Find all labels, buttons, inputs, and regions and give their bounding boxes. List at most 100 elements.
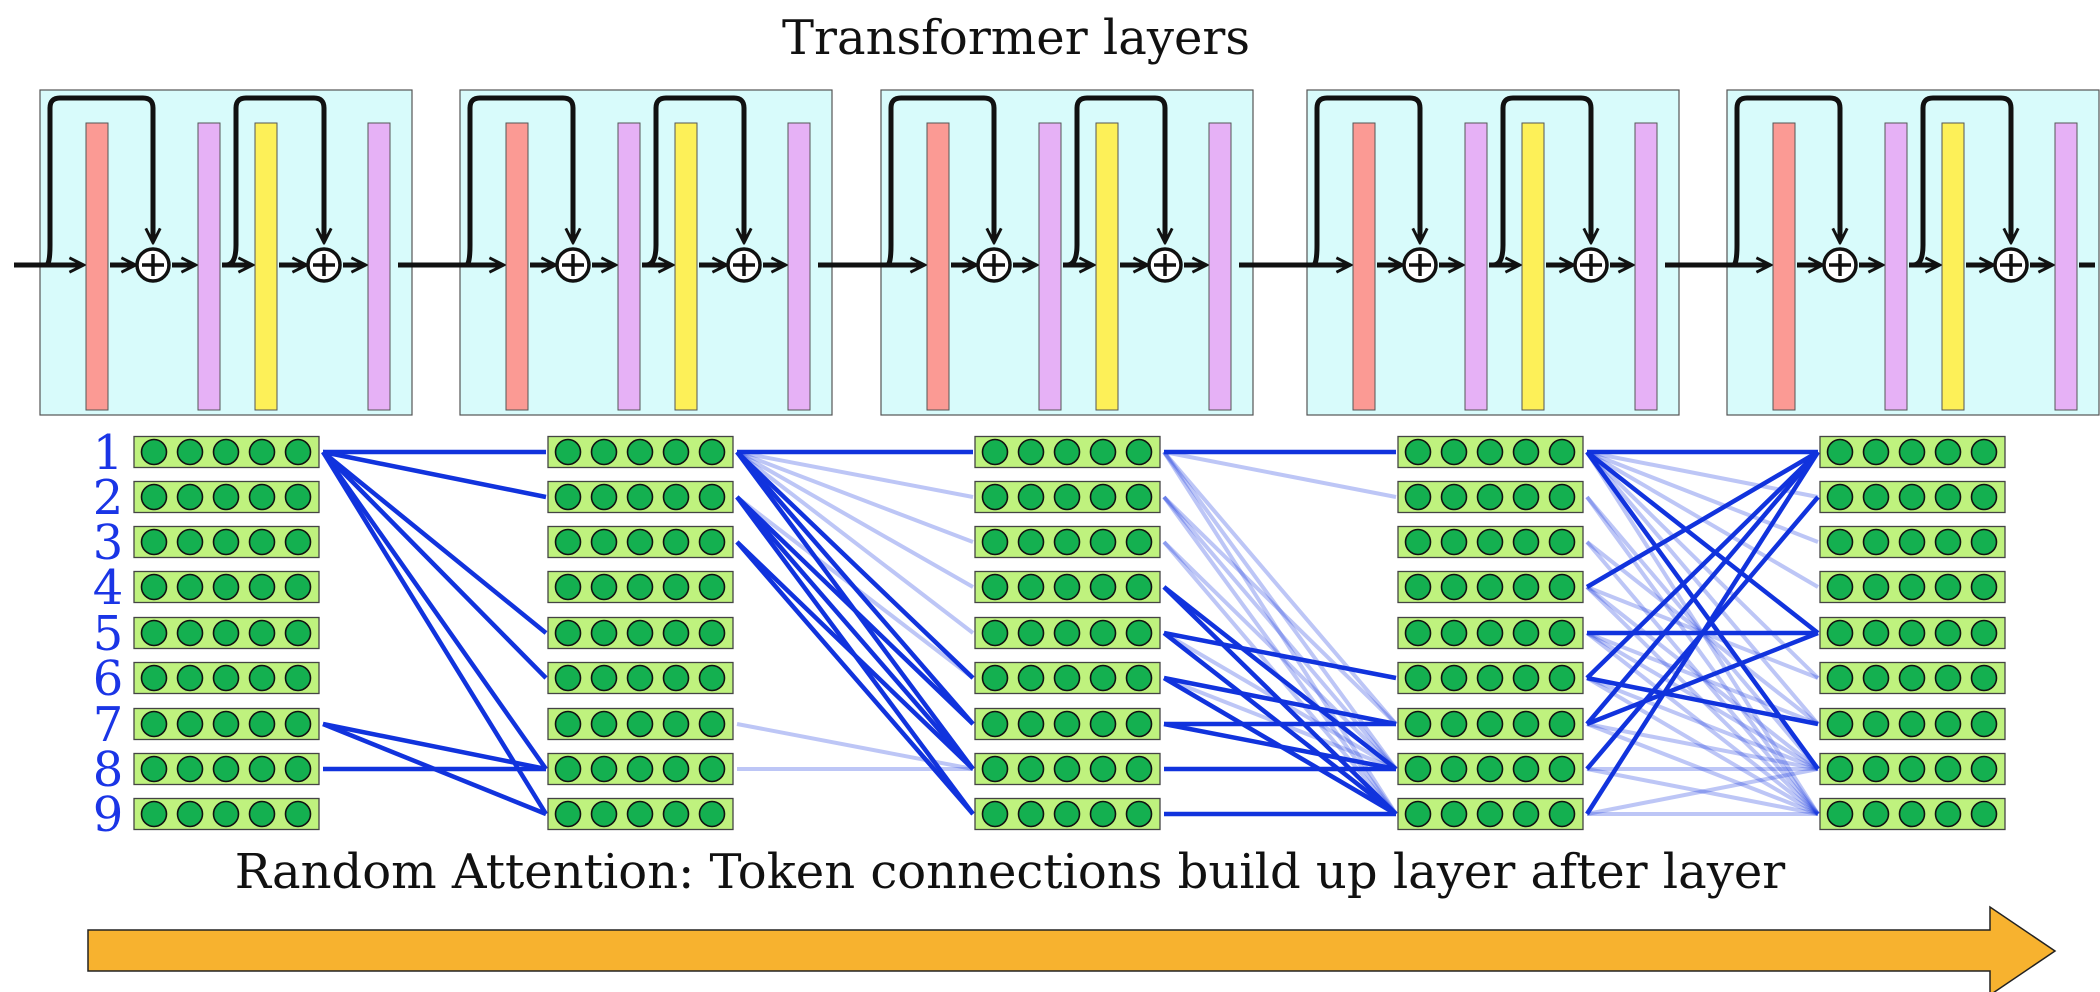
plus-icon	[726, 247, 762, 283]
attention-edge	[1585, 450, 1820, 726]
token-dot	[1017, 800, 1045, 828]
transformer-block	[1665, 89, 2100, 416]
token-dot	[1089, 573, 1117, 601]
token-dot	[1862, 755, 1890, 783]
token-dot	[1404, 710, 1432, 738]
token-vector	[1819, 616, 2006, 650]
token-vector	[1819, 661, 2006, 695]
token-dot	[1476, 483, 1504, 511]
token-dot	[1476, 573, 1504, 601]
norm-bar	[2054, 122, 2078, 411]
attention-edge	[321, 450, 548, 816]
attention-edge	[1585, 450, 1820, 816]
norm-bar	[367, 122, 391, 411]
attention-edge	[322, 449, 547, 500]
token-dot	[1089, 619, 1117, 647]
token-dot	[284, 483, 312, 511]
token-dot	[212, 483, 240, 511]
token-vector	[133, 707, 320, 741]
residual-arrow	[1312, 95, 1420, 268]
plus-icon	[1822, 247, 1858, 283]
attention-edge	[1586, 630, 1819, 727]
attention-edge	[1585, 450, 1820, 635]
token-vector	[1397, 661, 1584, 695]
token-dot	[1053, 619, 1081, 647]
token-dot	[1053, 528, 1081, 556]
token-dot	[140, 573, 168, 601]
token-dot	[1548, 438, 1576, 466]
token-dot	[140, 438, 168, 466]
token-dot	[1970, 710, 1998, 738]
token-dot	[176, 755, 204, 783]
token-label: 1	[93, 425, 124, 481]
token-vector	[1819, 797, 2006, 831]
attention-bar	[1352, 122, 1376, 411]
token-dot	[248, 664, 276, 692]
token-dot	[590, 438, 618, 466]
token-dot	[1826, 438, 1854, 466]
plus-icon	[306, 247, 342, 283]
token-dot	[1053, 483, 1081, 511]
caption: Random Attention: Token connections buil…	[235, 844, 1786, 900]
token-dot	[1476, 438, 1504, 466]
token-dot	[284, 438, 312, 466]
token-dot	[1512, 755, 1540, 783]
token-dot	[1404, 755, 1432, 783]
norm-bar	[1634, 122, 1658, 411]
token-dot	[248, 573, 276, 601]
attention-edge-faint	[1585, 676, 1820, 816]
attention-edge	[1163, 630, 1397, 681]
token-dot	[1548, 710, 1576, 738]
token-dot	[626, 664, 654, 692]
token-vector	[547, 707, 734, 741]
token-dot	[1089, 664, 1117, 692]
attention-edge	[1585, 450, 1820, 589]
residual-arrow	[225, 95, 324, 268]
token-dot	[212, 664, 240, 692]
token-dot	[626, 528, 654, 556]
attention-edge	[735, 450, 975, 726]
token-vector	[974, 570, 1161, 604]
token-label: 9	[93, 787, 124, 843]
token-dot	[1970, 664, 1998, 692]
attention-edge-faint	[735, 450, 975, 635]
token-dot	[1512, 573, 1540, 601]
token-dot	[698, 800, 726, 828]
token-dot	[1125, 664, 1153, 692]
token-dot	[1512, 800, 1540, 828]
token-grid	[133, 435, 2006, 831]
token-dot	[698, 438, 726, 466]
token-dot	[1898, 800, 1926, 828]
plus-icon	[1993, 247, 2029, 283]
token-vector	[547, 797, 734, 831]
token-dot	[626, 800, 654, 828]
residual-arrow	[1066, 95, 1165, 268]
token-dot	[1476, 800, 1504, 828]
norm-bar	[1038, 122, 1062, 411]
token-dot	[1053, 710, 1081, 738]
token-dot	[248, 528, 276, 556]
token-dot	[1404, 483, 1432, 511]
transformer-block	[1239, 89, 1680, 416]
transformer-block	[398, 89, 833, 416]
token-column	[974, 435, 1161, 831]
token-dot	[590, 664, 618, 692]
attention-bar	[85, 122, 109, 411]
token-vector	[1819, 570, 2006, 604]
attention-bar	[505, 122, 529, 411]
token-dot	[1826, 573, 1854, 601]
token-dot	[1476, 619, 1504, 647]
token-dot	[1970, 483, 1998, 511]
token-dot	[554, 800, 582, 828]
token-vector	[1397, 616, 1584, 650]
token-column	[1819, 435, 2006, 831]
token-vector	[1397, 797, 1584, 831]
plus-icon	[1147, 247, 1183, 283]
token-dot	[1404, 619, 1432, 647]
token-dot	[1826, 483, 1854, 511]
norm-bar	[787, 122, 811, 411]
token-dot	[1934, 483, 1962, 511]
token-dot	[1862, 438, 1890, 466]
attention-edge	[735, 450, 975, 680]
token-vector	[1397, 525, 1584, 559]
